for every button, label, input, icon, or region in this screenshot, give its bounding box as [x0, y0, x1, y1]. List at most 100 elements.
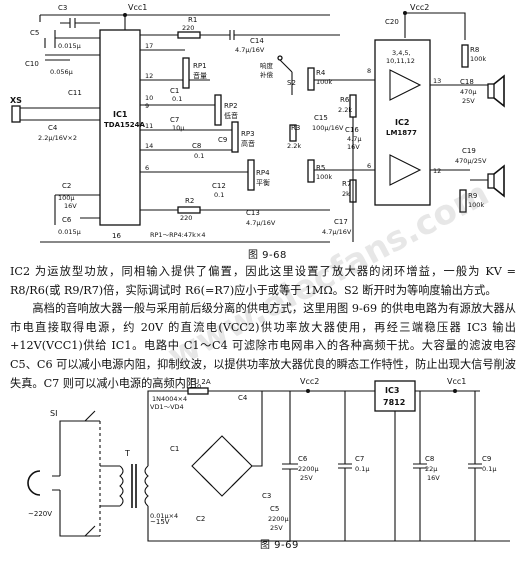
c14-value: 4.7μ/16V	[235, 46, 265, 54]
c12-label: C12	[212, 182, 226, 190]
ic1-part: TDA1524A	[104, 121, 145, 129]
c2-label: C2	[62, 182, 71, 190]
bridge-rectifier-icon	[191, 435, 253, 497]
ic1-pin-10: 10	[145, 94, 153, 102]
switch-label-2: 补偿	[260, 70, 274, 79]
rp-note: RP1～RP4:47k×4	[150, 231, 205, 239]
figure-9-68-caption: 图 9-68	[248, 250, 287, 261]
r8-label: R8	[470, 46, 479, 54]
c2-value2: 16V	[64, 202, 77, 210]
ic1-name: IC1	[113, 110, 128, 119]
c1-label: C1	[170, 445, 179, 453]
figure-9-69-schematic: SI ~220V T ~15V FU 2A 1N4004×4 VD1～VD4 C…	[27, 377, 510, 542]
r3-label: R3	[291, 124, 300, 132]
rp4-function: 平衡	[256, 178, 270, 187]
body-text: IC2 为运放型功放，同相输入提供了偏置，因此这里设置了放大器的闭环增益，一般为…	[10, 263, 516, 393]
c16-label: C16	[345, 126, 359, 134]
c2-value: 100μ	[58, 194, 75, 202]
c3-label: C3	[262, 492, 271, 500]
c8-value: 0.1	[194, 152, 204, 160]
ic2-pin-8: 8	[367, 67, 371, 75]
paragraph-1: IC2 为运放型功放，同相输入提供了偏置，因此这里设置了放大器的闭环增益，一般为…	[10, 265, 516, 297]
c6-value: 0.015μ	[58, 228, 81, 236]
mains-voltage: ~220V	[28, 510, 52, 518]
c9-value: 0.1μ	[482, 465, 496, 473]
c5-label: C5	[30, 29, 39, 37]
diode-label: VD1～VD4	[150, 403, 184, 411]
vcc2-label: Vcc2	[410, 3, 429, 12]
c5-value: 2200μ	[268, 515, 289, 523]
ic2-pins-1: 3,4,5,	[392, 49, 411, 57]
c20-label: C20	[385, 18, 399, 26]
c1-label: C1	[170, 87, 179, 95]
ic3-label: IC3	[385, 386, 399, 395]
r2-value: 220	[180, 214, 192, 222]
figure-9-68-schematic: Vcc1 IC1 TDA1524A C3 C5 0.015μ C10 0.056…	[10, 3, 505, 243]
ic1-pin-16: 16	[112, 232, 121, 240]
fuse-icon	[187, 387, 209, 395]
paragraph-2: 高档的音响放大器一般与采用前后级分离的供电方式，这里用图 9-69 的供电电路为…	[10, 302, 516, 390]
c19-label: C19	[462, 147, 476, 155]
c17-label: C17	[334, 218, 348, 226]
ic1-pin-9: 9	[145, 102, 149, 110]
r3-value: 2.2k	[287, 142, 301, 150]
c10-value: 0.056μ	[50, 68, 73, 76]
ic2-pin-13: 13	[433, 77, 441, 85]
speaker-2-icon	[487, 164, 505, 198]
c15-label: C15	[314, 114, 328, 122]
c16-value2: 16V	[347, 143, 360, 151]
c10-label: C10	[25, 60, 39, 68]
c19-value: 470μ/25V	[455, 157, 487, 165]
c16-value: 4.7μ	[347, 135, 361, 143]
secondary-voltage: ~15V	[150, 518, 170, 526]
c7-value: 10μ	[172, 124, 184, 132]
ic1-pin-12: 12	[145, 72, 153, 80]
c4-label: C4	[238, 394, 248, 402]
vcc2-output-label: Vcc2	[300, 377, 319, 386]
c18-label: C18	[460, 78, 474, 86]
c8-value2: 16V	[427, 474, 440, 482]
c17-value: 4.7μ/16V	[322, 228, 352, 236]
c6-label: C6	[298, 455, 308, 463]
c15-value: 100μ/16V	[312, 124, 344, 132]
r1-value: 220	[182, 24, 194, 32]
c8-value: 22μ	[425, 465, 437, 473]
c7-label: C7	[355, 455, 364, 463]
fig68-vcc-label: Vcc1	[128, 3, 147, 12]
ic2-part: LM1877	[386, 129, 417, 137]
figure-9-69-caption: 图 9-69	[260, 540, 299, 551]
c5-label: C5	[270, 505, 279, 513]
c11-label: C11	[68, 89, 82, 97]
ic1-pin-14: 14	[145, 142, 153, 150]
ic3-regulator	[374, 380, 416, 412]
rp1-label: RP1	[193, 62, 207, 70]
ic2-pin-12: 12	[433, 167, 441, 175]
r6-label: R6	[340, 96, 350, 104]
c1-value: 0.1	[172, 95, 182, 103]
rp2-label: RP2	[224, 102, 238, 110]
ic2-pin-6: 6	[367, 162, 371, 170]
c9-label: C9	[482, 455, 491, 463]
mains-plug-icon	[27, 470, 60, 496]
c18-value2: 25V	[462, 97, 475, 105]
c7-value: 0.1μ	[355, 465, 369, 473]
fuse-label: FU 2A	[190, 378, 211, 386]
vcc1-output-label: Vcc1	[447, 377, 466, 386]
r5-label: R5	[316, 164, 325, 172]
c8-label: C8	[425, 455, 434, 463]
c12-value: 0.1	[214, 191, 224, 199]
c6-label: C6	[62, 216, 72, 224]
c3-label: C3	[58, 4, 67, 12]
jack-label: XS	[10, 96, 22, 105]
rp4-label: RP4	[256, 169, 270, 177]
ic2-pins-2: 10,11,12	[386, 57, 415, 65]
r6-value: 2.2k	[338, 106, 352, 114]
c4-label: C4	[48, 124, 58, 132]
c14-label: C14	[250, 37, 264, 45]
rp3-function: 高音	[241, 139, 255, 148]
c4-value: 2.2μ/16V×2	[38, 134, 77, 142]
r5-value: 100k	[316, 173, 332, 181]
ic1-pin-6: 6	[145, 164, 149, 172]
diode-part: 1N4004×4	[152, 395, 187, 403]
rp1-function: 音量	[193, 71, 207, 80]
